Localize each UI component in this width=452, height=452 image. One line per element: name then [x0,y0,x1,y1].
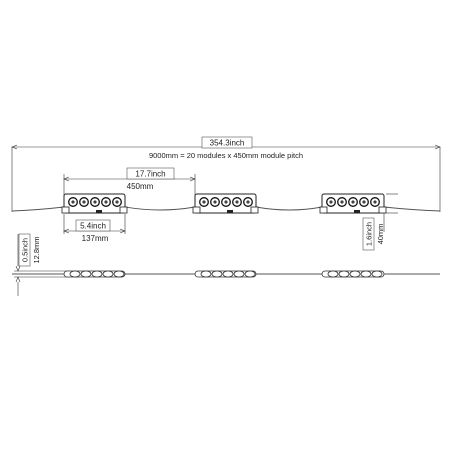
led-lens [337,197,347,207]
led-lens [199,197,209,207]
led-lens [101,197,111,207]
led-module-3-side-view [321,270,385,278]
led-module-3 [319,193,387,214]
module-length-dimension: 5.4inch 137mm [63,214,126,243]
module-length-inch-label: 5.4inch [80,222,106,231]
wire-top-view [11,206,441,212]
led-lens [348,197,358,207]
overall-length-note-label: 9000mm = 20 modules x 450mm module pitch [149,151,303,160]
led-lens [232,197,242,207]
led-lens [370,197,380,207]
profile-thickness-dimension: 0.5inch 12.8mm [14,233,70,296]
led-lens [359,197,369,207]
led-lens [210,197,220,207]
led-lens [326,197,336,207]
led-module-2 [192,193,259,214]
module-height-dimension: 1.6inch 40mm [362,193,398,251]
led-module-1-side-view [63,270,126,278]
module-height-mm-label: 40mm [376,224,385,245]
led-lens [79,197,89,207]
pitch-mm-label: 450mm [127,182,154,191]
led-lens [90,197,100,207]
profile-thickness-inch-label: 0.5inch [21,238,30,262]
module-height-inch-label: 1.6inch [365,222,374,246]
profile-thickness-mm-label: 12.8mm [32,236,41,263]
led-lens [243,197,253,207]
overall-length-inch-label: 354.3inch [210,139,245,148]
pitch-inch-label: 17.7inch [135,170,165,179]
led-lens [112,197,122,207]
led-module-2-side-view [194,270,257,278]
module-length-mm-label: 137mm [82,234,109,243]
led-lens [68,197,78,207]
overall-length-dimension: 354.3inch 9000mm = 20 modules x 450mm mo… [11,136,441,212]
led-module-1 [61,193,128,214]
led-lens [221,197,231,207]
